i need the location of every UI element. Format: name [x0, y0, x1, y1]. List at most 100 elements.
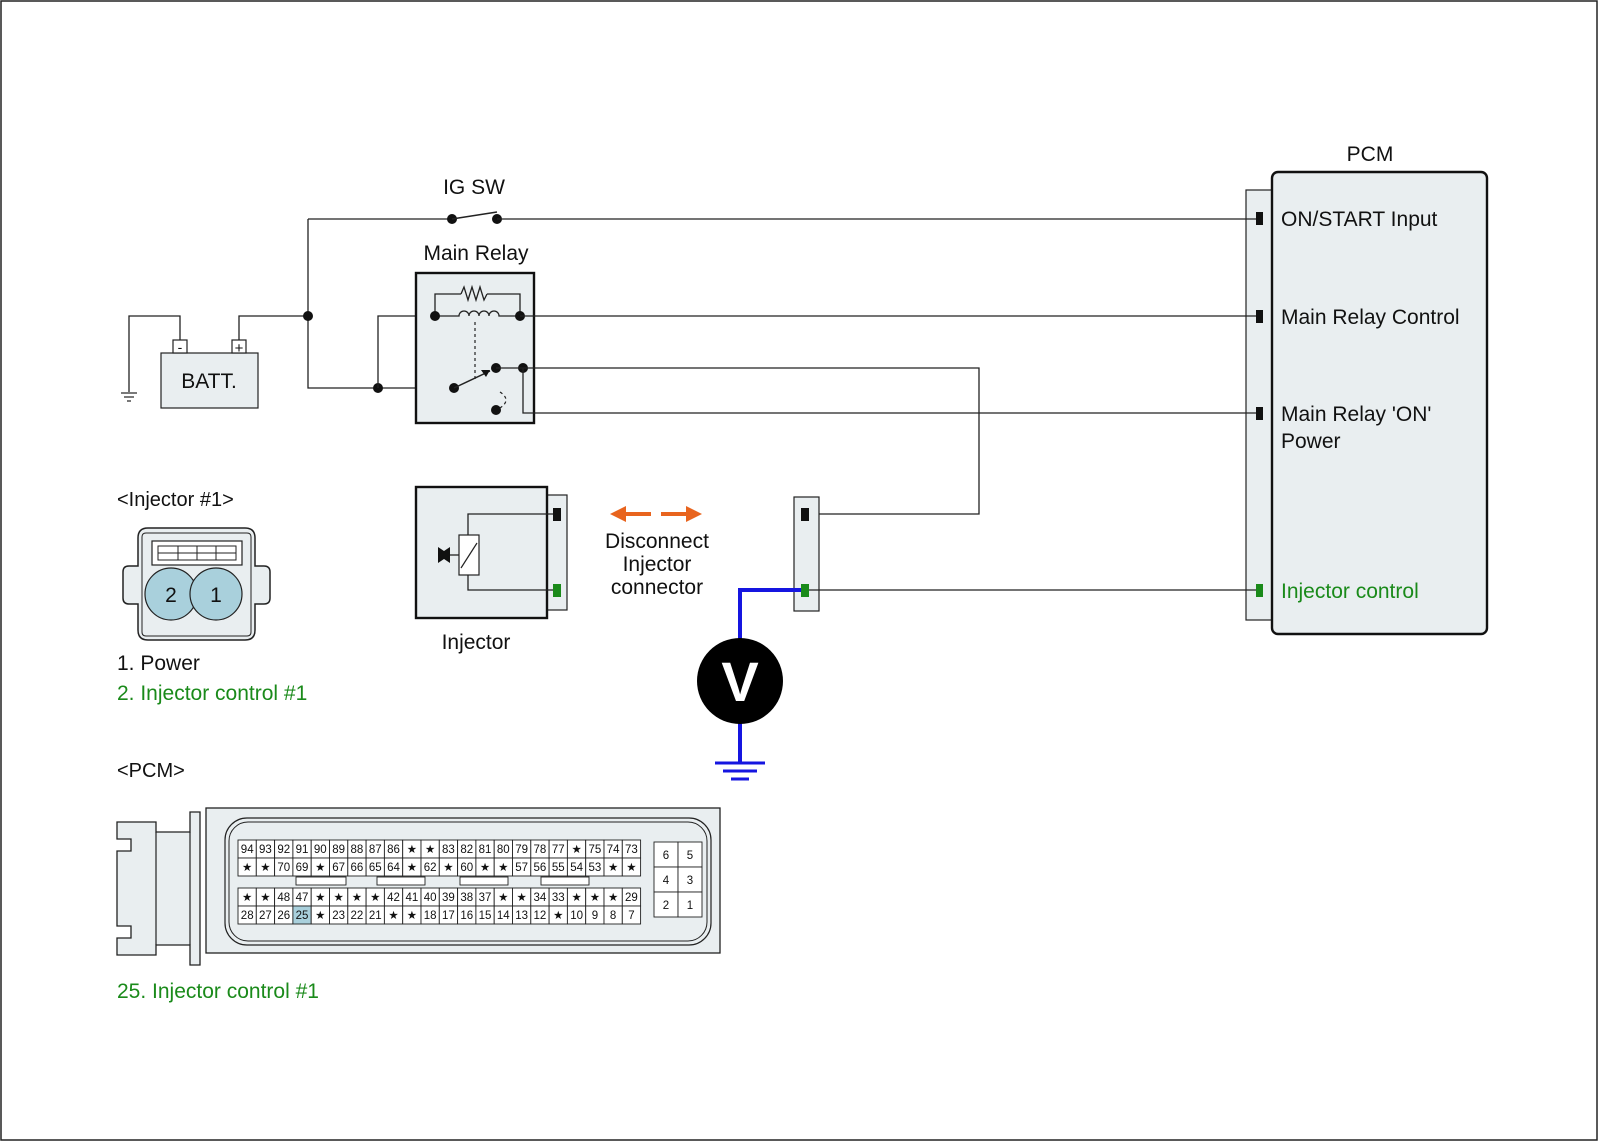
pcm-title: PCM	[1347, 143, 1394, 166]
pcm-pin-label: 27	[259, 910, 272, 922]
junction-dot	[303, 311, 313, 321]
injector-solenoid-slash	[460, 542, 478, 569]
pcm-pin-label: 69	[296, 862, 309, 874]
pcm-pin-label: 48	[277, 892, 290, 904]
pcm-pin-relay-power	[1256, 407, 1263, 420]
pcm-pin-label: ★	[407, 910, 417, 922]
pcm-pin-label: ★	[516, 892, 526, 904]
pcm-pin-label: ★	[571, 892, 581, 904]
injector-pin-1-label: 1	[210, 584, 222, 607]
pcm-pin-label: ★	[242, 892, 252, 904]
battery-box	[160, 352, 259, 409]
relay-power-to-injector-wire	[523, 367, 980, 515]
relay-switch-travel	[499, 391, 507, 409]
disconnect-label-2: Injector	[623, 553, 692, 576]
disconnect-arrow-icon	[610, 506, 702, 522]
pcm-pin-label: 70	[277, 862, 290, 874]
pcm-pin-label: 57	[515, 862, 528, 874]
pcm-small-pin-label: 4	[663, 875, 670, 887]
pcm-pin-label: ★	[260, 862, 270, 874]
pcm-pin-label: 14	[497, 910, 510, 922]
pcm-pin-label: 18	[424, 910, 437, 922]
ground-icon	[715, 761, 765, 781]
pcm-pin-label: 23	[332, 910, 345, 922]
pcm-pin-label: 25	[296, 910, 309, 922]
pcm-pin-label: 78	[534, 844, 547, 856]
pcm-pin-label: ★	[315, 910, 325, 922]
pcm-pin-label: 93	[259, 844, 272, 856]
pcm-pin-label: ★	[315, 862, 325, 874]
pcm-pin-label: 33	[552, 892, 565, 904]
pcm-pin-injector-control	[1256, 584, 1263, 597]
battery-plus-sign: +	[235, 340, 244, 357]
ground-wire	[128, 315, 181, 392]
ig-sw-label: IG SW	[443, 176, 505, 199]
pcm-connector-key	[540, 876, 590, 886]
pcm-pin-label: 56	[534, 862, 547, 874]
pcm-pin-label: ★	[553, 910, 563, 922]
pcm-pin-label: ★	[242, 862, 252, 874]
pcm-pin-label: ★	[480, 862, 490, 874]
pcm-pin-label: 37	[479, 892, 492, 904]
pcm-pin-label: 80	[497, 844, 510, 856]
pcm-pin-label: 28	[241, 910, 254, 922]
pcm-small-pin-label: 6	[663, 850, 669, 862]
pcm-pin-label: 64	[387, 862, 400, 874]
pcm-pin-label: 9	[592, 910, 598, 922]
injector-control-label: Injector control	[1281, 580, 1419, 603]
main-relay-on-power-label: Main Relay 'ON'	[1281, 403, 1431, 426]
pcm-pin-label: 77	[552, 844, 565, 856]
injector-internal-wire	[467, 575, 553, 591]
injector-legend-2: 2. Injector control #1	[117, 682, 307, 705]
pcm-pin-label: 22	[351, 910, 364, 922]
relay-coil	[435, 310, 520, 317]
pcm-pin-label: 47	[296, 892, 309, 904]
pcm-pin-label: 82	[460, 844, 473, 856]
pcm-pin-label: 89	[332, 844, 345, 856]
pcm-pin-label: 12	[534, 910, 547, 922]
pcm-small-pin-cell	[653, 841, 679, 868]
pcm-pin-label: ★	[608, 892, 618, 904]
injector-pin-power	[553, 508, 561, 521]
pcm-pin-label: ★	[388, 910, 398, 922]
valve-icon	[438, 547, 450, 563]
battery-minus-sign: -	[178, 339, 183, 355]
pcm-pin-label: 38	[460, 892, 473, 904]
pcm-connector-shroud-inner	[228, 821, 708, 942]
injector-pin-control	[553, 584, 561, 597]
pcm-pin-label: 74	[607, 844, 620, 856]
pcm-pin-label: 17	[442, 910, 455, 922]
pcm-pin-label: 26	[277, 910, 290, 922]
relay-coil-lead	[434, 293, 461, 316]
pcm-pin-label: ★	[315, 892, 325, 904]
pcm-small-pin-label: 3	[687, 875, 693, 887]
pcm-pin-label: ★	[608, 862, 618, 874]
pcm-connector-key	[295, 876, 347, 886]
pcm-small-pin-label: 1	[687, 900, 693, 912]
pcm-connector-key	[376, 876, 426, 886]
voltmeter-probe-wire	[738, 588, 801, 640]
pcm-pin-label: 86	[387, 844, 400, 856]
injector-connector-title: <Injector #1>	[117, 489, 234, 511]
pcm-pin-label: 7	[628, 910, 634, 922]
relay-switch-arrow	[481, 370, 490, 377]
relay-power-to-pcm-wire	[522, 368, 1256, 414]
pcm-small-pin-label: 2	[663, 900, 669, 912]
pcm-pin-label: ★	[498, 892, 508, 904]
injector-legend-1: 1. Power	[117, 652, 200, 675]
pcm-pin-label: 53	[589, 862, 602, 874]
pcm-pin-label: 94	[241, 844, 254, 856]
pcm-pin-label: ★	[571, 844, 581, 856]
pcm-pin-label: 92	[277, 844, 290, 856]
pcm-pin-label: 62	[424, 862, 437, 874]
pcm-pin-cell	[621, 857, 642, 877]
pcm-pin-label: ★	[370, 892, 380, 904]
pcm-small-pin-cell	[677, 866, 703, 893]
pcm-pin-label: 60	[460, 862, 473, 874]
on-start-input-label: ON/START Input	[1281, 208, 1438, 231]
disconnect-label-3: connector	[611, 576, 703, 599]
ig-sw-blade	[451, 211, 498, 220]
